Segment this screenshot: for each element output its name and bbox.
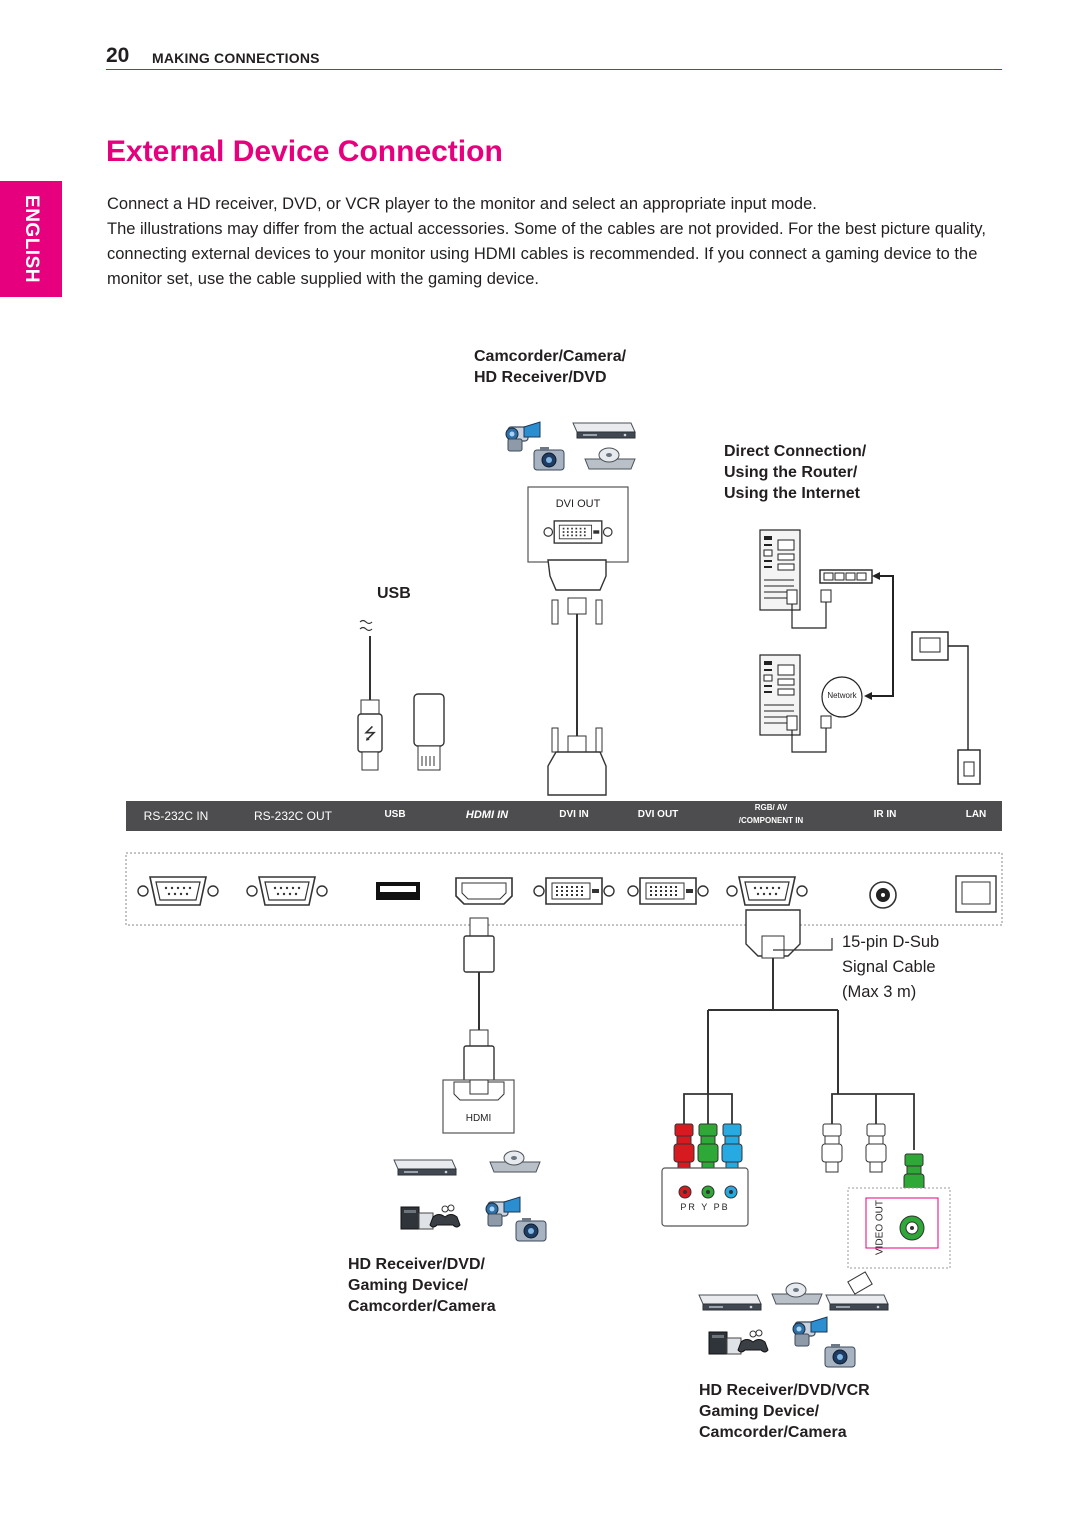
page-number: 20: [106, 44, 130, 67]
port-label-ir-in: IR IN: [873, 809, 897, 820]
camera-icon: [533, 446, 565, 471]
hd-receiver-icon: [572, 422, 636, 439]
component-jack-labels: PR Y PB: [680, 1202, 730, 1212]
camera-2-icon: [515, 1217, 547, 1242]
dvi-in-port: [533, 877, 615, 905]
hdmi-devices-label-2: Gaming Device/: [348, 1277, 469, 1294]
hdmi-devices-label-3: Camcorder/Camera: [348, 1298, 496, 1315]
component-devices-label-3: Camcorder/Camera: [699, 1424, 847, 1441]
dsub-cable-label-2: Signal Cable: [842, 958, 936, 976]
port-label-component-in: /COMPONENT IN: [738, 816, 804, 825]
network-label-3: Using the Internet: [724, 485, 861, 502]
gaming-device-2-icon: [708, 1329, 769, 1355]
camcorder-2-icon: [485, 1196, 521, 1227]
top-devices-label-2: HD Receiver/DVD: [474, 369, 607, 386]
svg-text:⭍: ⭍: [363, 725, 376, 743]
vcr-icon: [825, 1294, 889, 1311]
white-rca-plug: [821, 1123, 843, 1173]
port-label-bar: [126, 801, 1002, 831]
dsub-cable-label-1: 15-pin D-Sub: [842, 933, 940, 951]
port-label-lan: LAN: [965, 809, 987, 820]
port-label-dvi-in: DVI IN: [559, 809, 589, 820]
top-devices-label-1: Camcorder/Camera/: [474, 348, 627, 365]
language-tab: [0, 181, 62, 297]
red-rca-plug: [673, 1123, 695, 1173]
dvi-out-port: [627, 877, 709, 905]
dvd-player-icon: [584, 447, 636, 470]
network-bubble-label: Network: [827, 691, 857, 700]
dvd-player-3-icon: [771, 1282, 823, 1305]
network-label-2: Using the Router/: [724, 464, 858, 481]
hd-receiver-2-icon: [393, 1159, 457, 1176]
header-rule: [106, 69, 1002, 70]
camcorder-icon: [505, 421, 541, 452]
dsub-cable-label-3: (Max 3 m): [842, 983, 917, 1001]
white-rca-plug-2: [865, 1123, 887, 1173]
port-label-usb: USB: [384, 809, 406, 820]
usb-label: USB: [377, 585, 411, 602]
camera-3-icon: [824, 1343, 856, 1368]
hdmi-devices-label-1: HD Receiver/DVD/: [348, 1256, 485, 1273]
dvd-player-2-icon: [489, 1150, 541, 1173]
green-rca-plug: [697, 1123, 719, 1173]
port-label-dvi-out: DVI OUT: [637, 809, 679, 820]
hd-receiver-3-icon: [698, 1294, 762, 1311]
component-devices-label-2: Gaming Device/: [699, 1403, 820, 1420]
intro-paragraph-2: The illustrations may differ from the ac…: [107, 220, 986, 288]
port-label-rs232c-in: RS-232C IN: [143, 809, 209, 823]
blue-rca-plug: [721, 1123, 743, 1173]
video-out-label: VIDEO OUT: [874, 1200, 886, 1256]
gaming-device-icon: [400, 1204, 461, 1230]
port-label-rgb-av: RGB/ AV: [754, 803, 788, 812]
section-title: MAKING CONNECTIONS: [152, 50, 320, 66]
page-title: External Device Connection: [106, 135, 503, 168]
intro-paragraph-1: Connect a HD receiver, DVD, or VCR playe…: [107, 195, 817, 213]
dvi-out-box-label: DVI OUT: [555, 498, 601, 510]
hdmi-box-label: HDMI: [465, 1113, 492, 1124]
network-label-1: Direct Connection/: [724, 443, 867, 460]
port-label-hdmi-in: HDMI IN: [465, 809, 509, 821]
camcorder-3-icon: [792, 1316, 828, 1347]
port-label-rs232c-out: RS-232C OUT: [253, 809, 333, 823]
component-devices-label-1: HD Receiver/DVD/VCR: [699, 1382, 870, 1399]
